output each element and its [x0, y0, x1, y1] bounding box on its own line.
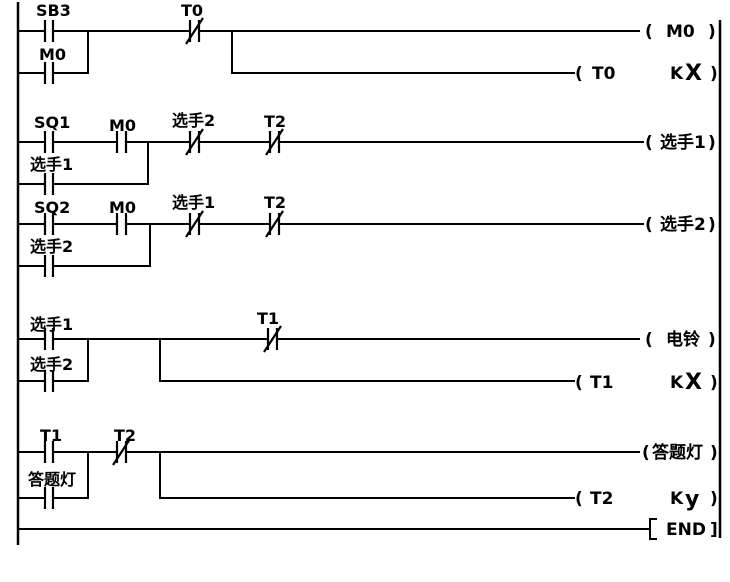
svg-text:T0: T0 [592, 64, 616, 84]
svg-text:K: K [670, 373, 684, 393]
svg-text:X: X [685, 61, 702, 86]
svg-text:(: ( [645, 215, 653, 235]
rung-2: SQ1 M0 选手2 T2 选手1 ( 选手1 ) [18, 111, 716, 195]
label-m0: M0 [109, 116, 136, 135]
contact-t2-nc-2 [265, 210, 284, 238]
contact-m0 [115, 131, 128, 153]
contact-m0-2 [115, 213, 128, 235]
svg-text:(: ( [645, 133, 653, 153]
coil-player1: ( 选手1 ) [645, 132, 716, 153]
label-not-t1: T1 [257, 309, 279, 328]
rung-4: 选手1 选手2 T1 ( 电铃 ) ( T1 K X ) [18, 309, 718, 395]
rung-1: SB3 T0 M0 ( M0 ) ( T0 K X ) [18, 1, 718, 86]
coil-m0: ( M0 ) [645, 22, 716, 42]
svg-text:K: K [670, 489, 684, 509]
contact-t2-nc-3 [112, 438, 131, 466]
svg-text:): ) [708, 215, 716, 235]
contact-player1-nc [185, 210, 204, 238]
contact-sq1 [43, 131, 55, 153]
label-m0-2: M0 [109, 198, 136, 217]
label-player1: 选手1 [30, 315, 73, 334]
svg-text:): ) [708, 133, 716, 153]
end-rung: END ] [18, 518, 718, 540]
label-sq1: SQ1 [34, 113, 70, 132]
label-not-player2: 选手2 [172, 111, 215, 130]
label-player2: 选手2 [30, 355, 73, 374]
label-m0-hold: M0 [39, 45, 66, 64]
svg-text:(: ( [575, 64, 583, 84]
contact-lamp-hold [43, 487, 55, 509]
rung-3: SQ2 M0 选手1 T2 选手2 ( 选手2 ) [18, 193, 716, 277]
contact-player1-hold [43, 173, 55, 195]
label-not-t2: T2 [264, 112, 286, 131]
contact-player2-nc [185, 128, 204, 156]
label-sb3: SB3 [36, 1, 71, 20]
svg-text:T2: T2 [590, 489, 613, 509]
svg-text:(: ( [575, 373, 583, 393]
timer-t2: ( T2 K y ) [575, 487, 718, 512]
svg-text:]: ] [710, 520, 718, 540]
end-label: END [666, 520, 706, 540]
contact-player2-hold [43, 255, 55, 277]
svg-text:答题灯: 答题灯 [652, 442, 703, 463]
label-player2-hold: 选手2 [30, 237, 73, 256]
svg-text:选手1: 选手1 [660, 132, 706, 153]
timer-t1: ( T1 K X ) [575, 370, 718, 395]
timer-t0: ( T0 K X ) [575, 61, 718, 86]
rung-5: T1 答题灯 T2 ( 答题灯 ) ( T2 K y ) [18, 426, 718, 512]
svg-text:): ) [710, 443, 718, 463]
svg-text:): ) [710, 373, 718, 393]
label-not-player1: 选手1 [172, 193, 215, 212]
svg-text:X: X [685, 370, 702, 395]
contact-t0-nc [185, 17, 204, 45]
contact-player2 [43, 370, 55, 392]
coil-bell: ( 电铃 ) [645, 329, 716, 350]
svg-text:(: ( [645, 330, 653, 350]
svg-text:电铃: 电铃 [666, 329, 700, 350]
coil-answer-lamp: ( 答题灯 ) [642, 442, 718, 463]
svg-text:选手2: 选手2 [660, 214, 706, 235]
label-sq2: SQ2 [34, 198, 70, 217]
svg-text:y: y [685, 487, 699, 512]
contact-t1-nc [263, 325, 282, 353]
contact-m0-hold [43, 62, 55, 84]
label-not-t2-3: T2 [114, 426, 136, 445]
svg-text:(: ( [575, 489, 583, 509]
coil-player2: ( 选手2 ) [645, 214, 716, 235]
contact-t2-nc [265, 128, 284, 156]
label-t0-contact: T0 [181, 1, 203, 20]
contact-player1 [43, 328, 55, 350]
svg-text:): ) [708, 22, 716, 42]
svg-text:K: K [670, 64, 684, 84]
contact-sq2 [43, 213, 55, 235]
svg-text:T1: T1 [590, 373, 613, 393]
svg-text:): ) [710, 489, 718, 509]
svg-text:(: ( [645, 22, 653, 42]
svg-text:(: ( [642, 443, 650, 463]
label-lamp-hold: 答题灯 [28, 470, 76, 489]
contact-t1 [43, 441, 55, 463]
svg-text:M0: M0 [666, 22, 695, 42]
svg-text:): ) [708, 330, 716, 350]
label-t1: T1 [40, 426, 62, 445]
contact-sb3 [43, 20, 55, 42]
label-not-t2-2: T2 [264, 193, 286, 212]
label-player1-hold: 选手1 [30, 155, 73, 174]
svg-text:): ) [710, 64, 718, 84]
